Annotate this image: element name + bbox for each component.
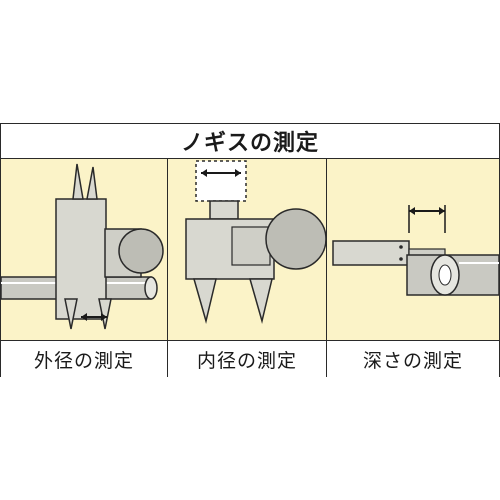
outside-diameter-illustration bbox=[1, 163, 164, 330]
depth-label: 深さの測定 bbox=[327, 340, 499, 377]
figure-frame: ノギスの測定 bbox=[0, 123, 500, 377]
outside-diameter-panel bbox=[1, 159, 168, 340]
inside-diameter-label: 内径の測定 bbox=[168, 340, 327, 377]
caliper-measurement-figure: ノギスの測定 bbox=[0, 123, 500, 377]
inside-diameter-illustration bbox=[185, 160, 326, 324]
outside-diameter-label: 外径の測定 bbox=[1, 340, 168, 377]
figure-title: ノギスの測定 bbox=[1, 124, 499, 159]
inside-diameter-panel bbox=[168, 159, 327, 340]
depth-panel bbox=[327, 159, 499, 340]
depth-illustration bbox=[332, 205, 499, 296]
